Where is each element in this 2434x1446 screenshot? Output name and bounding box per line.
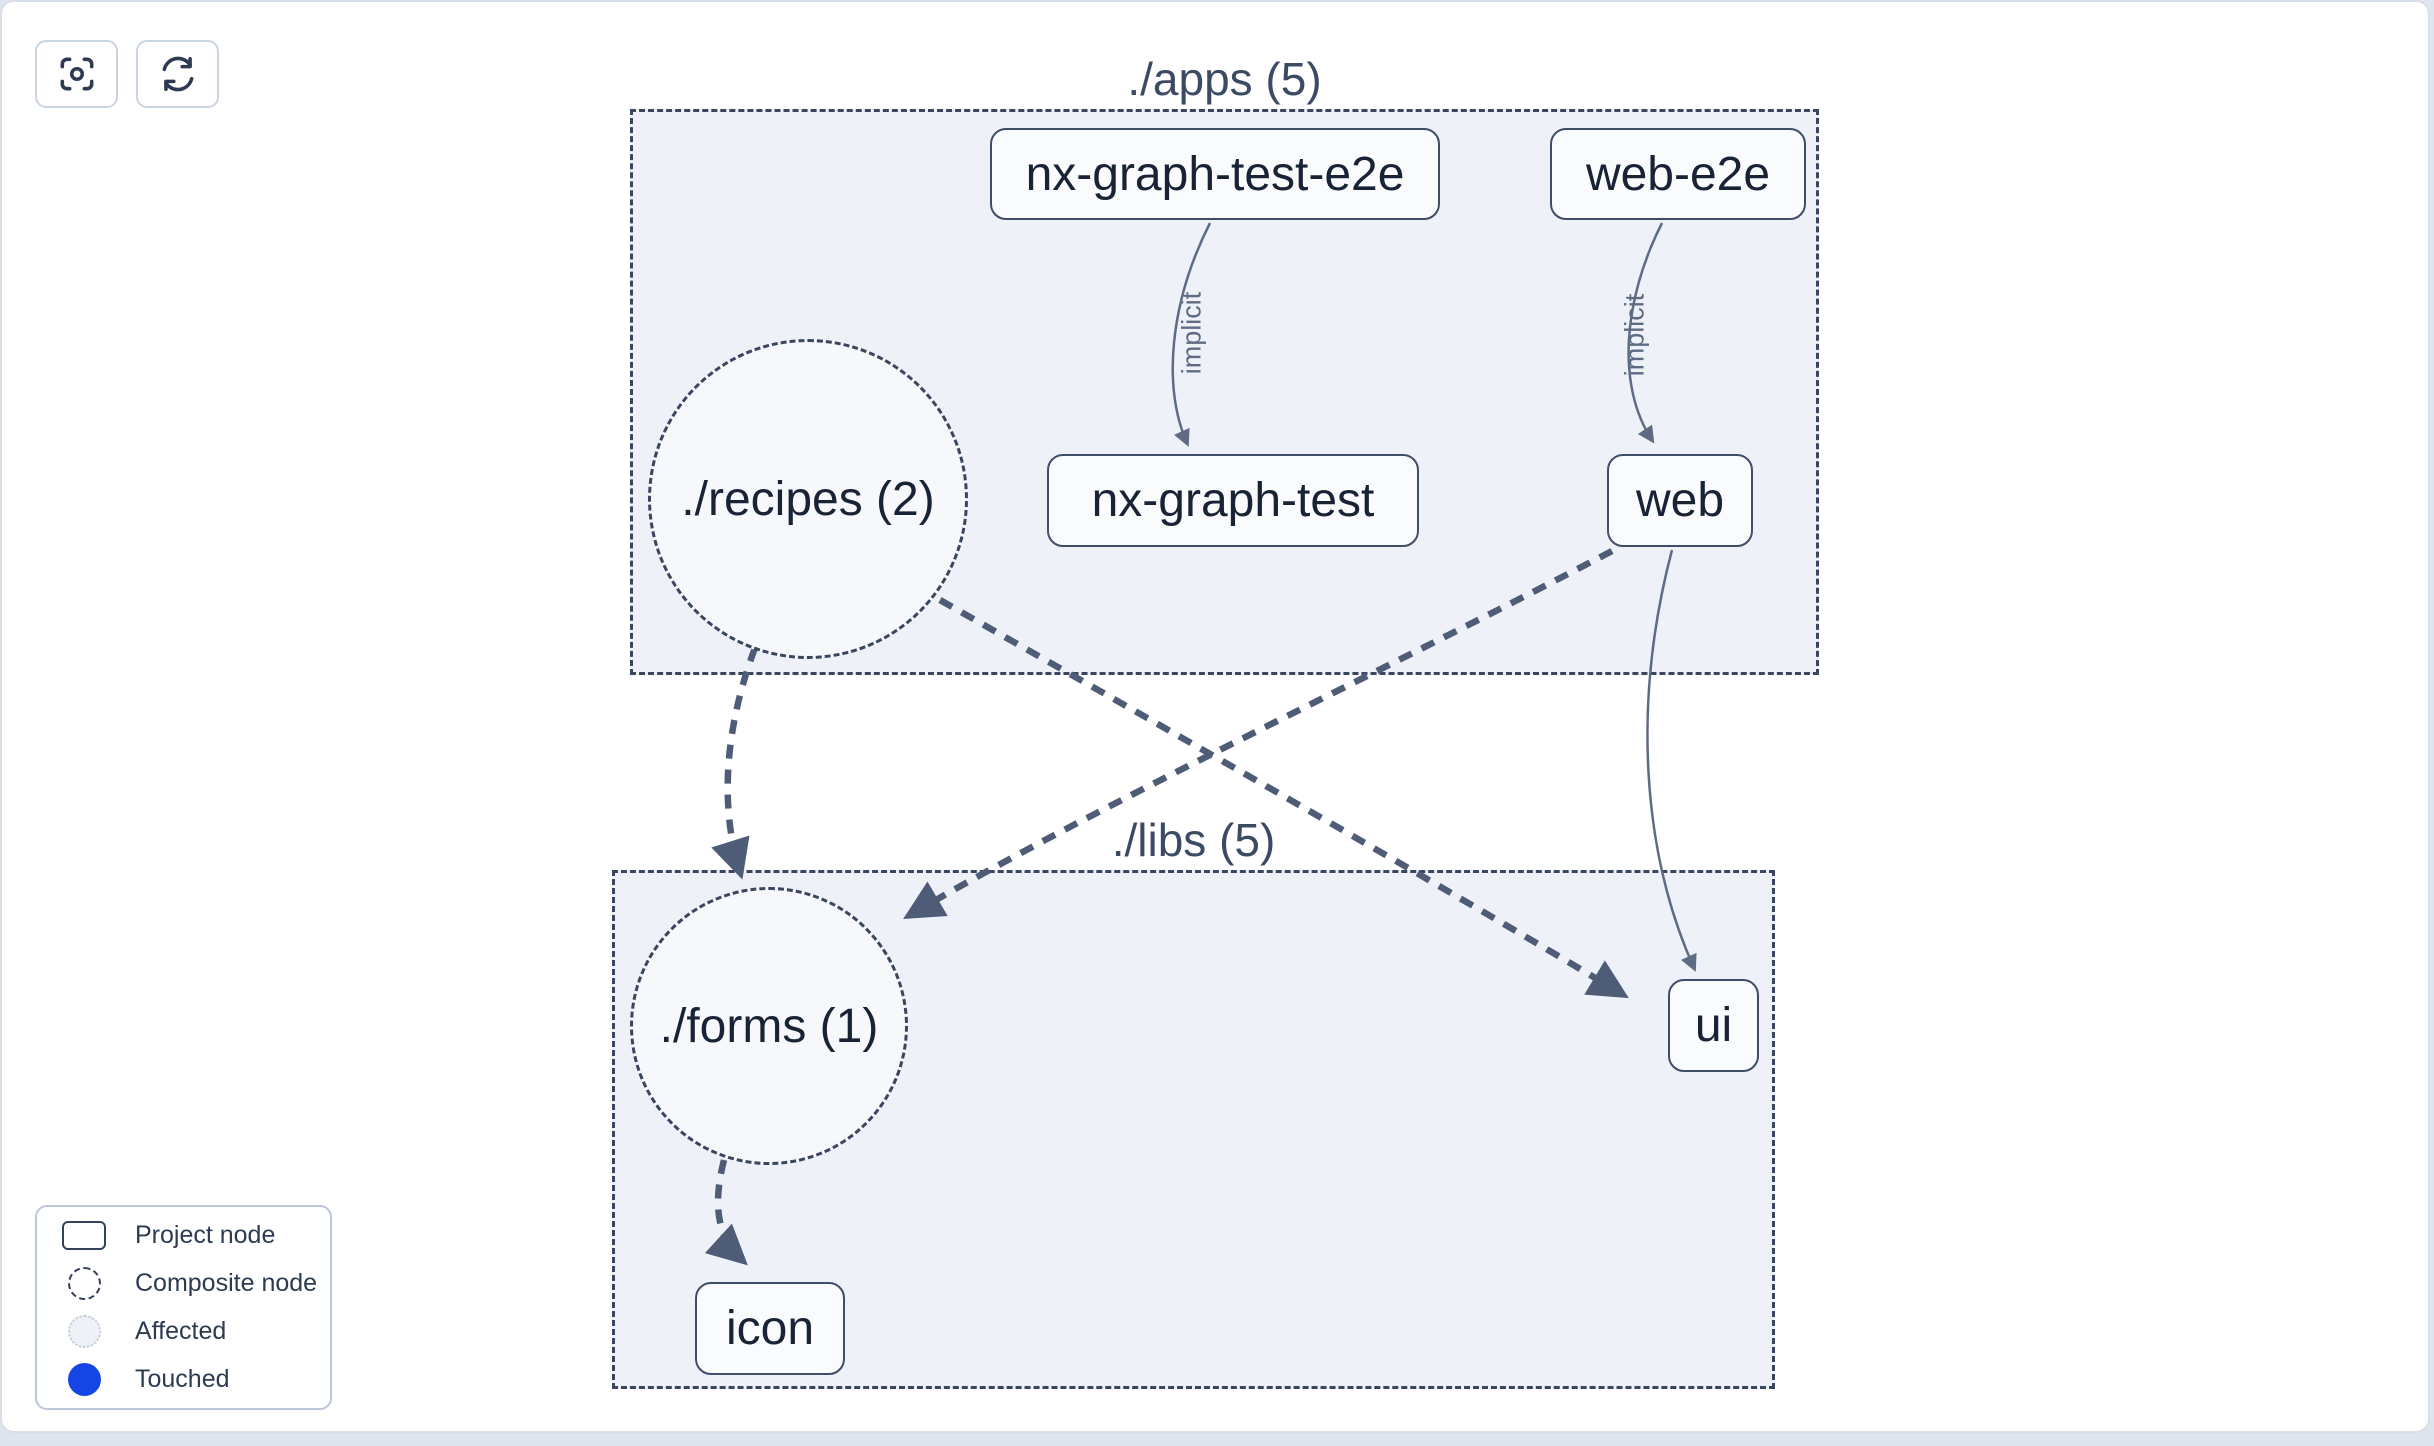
node-ui[interactable]: ui — [1668, 979, 1759, 1072]
legend-label: Composite node — [135, 1269, 318, 1297]
node-web[interactable]: web — [1607, 454, 1753, 547]
project-node-swatch-icon — [59, 1221, 109, 1250]
legend-item-touched: Touched — [59, 1363, 330, 1397]
toolbar — [35, 40, 219, 108]
edge-forms-to-icon[interactable] — [704, 1159, 748, 1266]
node-nx-graph-test[interactable]: nx-graph-test — [1047, 454, 1419, 547]
edge-recipes-to-ui[interactable] — [938, 597, 1629, 999]
touched-swatch-icon — [59, 1363, 109, 1396]
edge-web-to-ui[interactable] — [1646, 549, 1697, 972]
edge-web-to-forms[interactable] — [903, 548, 1614, 920]
node-icon[interactable]: icon — [695, 1282, 845, 1375]
focus-target-icon — [56, 53, 98, 95]
legend-item-affected: Affected — [59, 1315, 330, 1349]
legend-label: Touched — [135, 1365, 230, 1393]
legend-label: Project node — [135, 1221, 276, 1249]
affected-swatch-icon — [59, 1315, 109, 1348]
edge-recipes-to-forms[interactable] — [711, 646, 759, 880]
edge-web-e2e-to-web[interactable] — [1627, 222, 1664, 444]
legend-item-composite-node: Composite node — [59, 1267, 330, 1301]
legend-label: Affected — [135, 1317, 227, 1345]
node-recipes-composite[interactable]: ./recipes (2) — [648, 339, 968, 659]
refresh-button[interactable] — [136, 40, 219, 108]
refresh-icon — [157, 53, 199, 95]
composite-node-swatch-icon — [59, 1267, 109, 1300]
node-forms-composite[interactable]: ./forms (1) — [630, 887, 908, 1165]
edge-nx-graph-test-e2e-to-nx-graph-test[interactable] — [1171, 222, 1212, 447]
legend-item-project-node: Project node — [59, 1219, 330, 1253]
group-libs-label: ./libs (5) — [1111, 814, 1276, 866]
focus-button[interactable] — [35, 40, 118, 108]
node-web-e2e[interactable]: web-e2e — [1550, 128, 1806, 220]
node-nx-graph-test-e2e[interactable]: nx-graph-test-e2e — [990, 128, 1440, 220]
edge-label-implicit-2: implicit — [1619, 293, 1650, 377]
legend: Project node Composite node Affected Tou… — [35, 1205, 332, 1410]
group-apps-label: ./apps (5) — [1127, 53, 1322, 105]
